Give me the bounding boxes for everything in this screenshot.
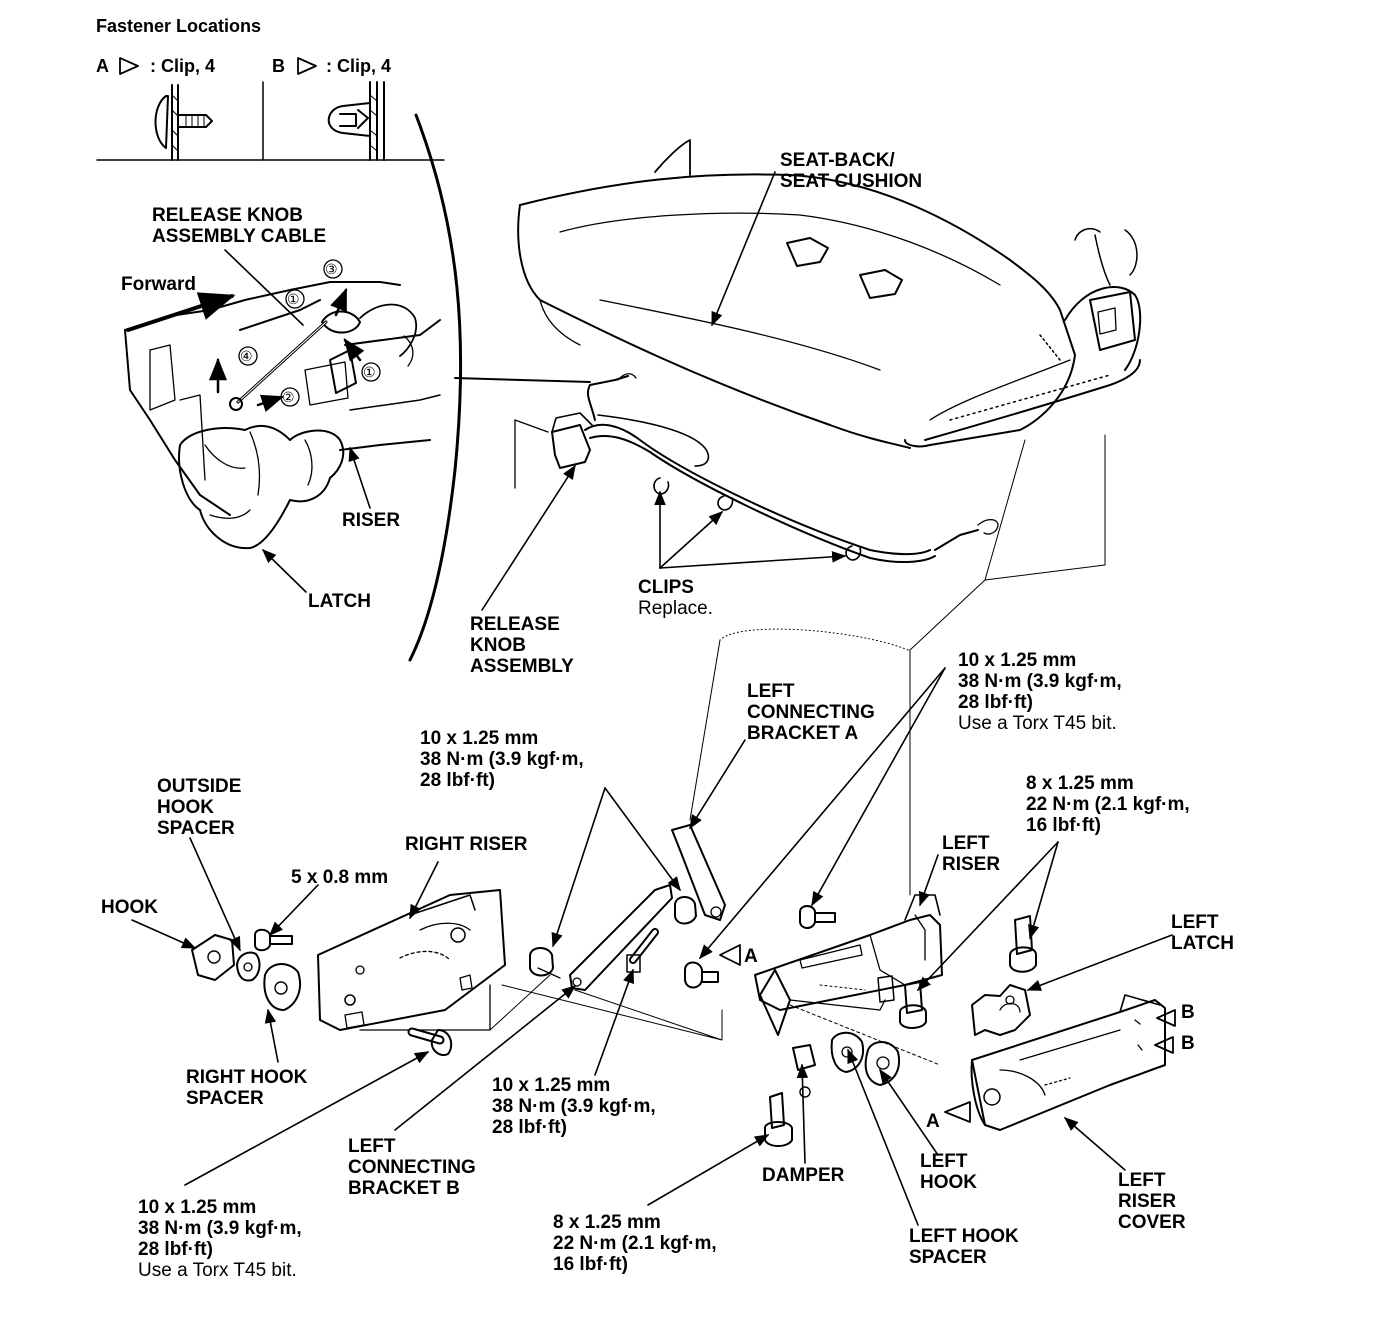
hook-label: HOOK [101,897,158,918]
leader-lines [131,171,1173,1226]
damper-label: DAMPER [762,1165,845,1186]
clips-label: CLIPS [638,577,694,598]
fastener-inset [96,57,445,161]
riser-label: RISER [342,510,401,531]
left-latch-cover-drawing [719,944,1176,1131]
step-4-marker: ④ [240,348,253,364]
clips-note: Replace. [638,598,713,619]
latch-label: LATCH [308,591,371,612]
callout-b-lower: B [1181,1033,1195,1054]
fastener-a-letter: A [96,56,109,76]
fastener-a-desc: : Clip, 4 [150,56,216,76]
right-riser-drawing [191,889,506,1056]
step-1-marker: ① [287,291,300,307]
left-riser-drawing [754,894,1037,1147]
fastener-b-letter: B [272,56,285,76]
fastener-locations-title: Fastener Locations [96,16,262,36]
seat-back-cushion-outline [517,139,1142,449]
release-knob-inset [124,113,591,662]
step-2-marker: ② [282,389,295,405]
step-3-marker: ③ [325,261,338,277]
release-knob-cable-drawing [514,373,999,564]
fastener-b-desc: : Clip, 4 [326,56,392,76]
connecting-brackets-drawing [489,824,836,1041]
forward-label: Forward [121,274,196,295]
bolt-5x08-spec: 5 x 0.8 mm [291,867,389,888]
callout-a-upper: A [744,946,758,967]
seat-back-cushion-label: SEAT-BACK/SEAT CUSHION [780,150,923,192]
right-riser-label: RIGHT RISER [405,834,528,855]
step-1b-marker: ① [363,364,376,380]
callout-b-upper: B [1181,1002,1195,1023]
callout-a-lower: A [926,1111,940,1132]
